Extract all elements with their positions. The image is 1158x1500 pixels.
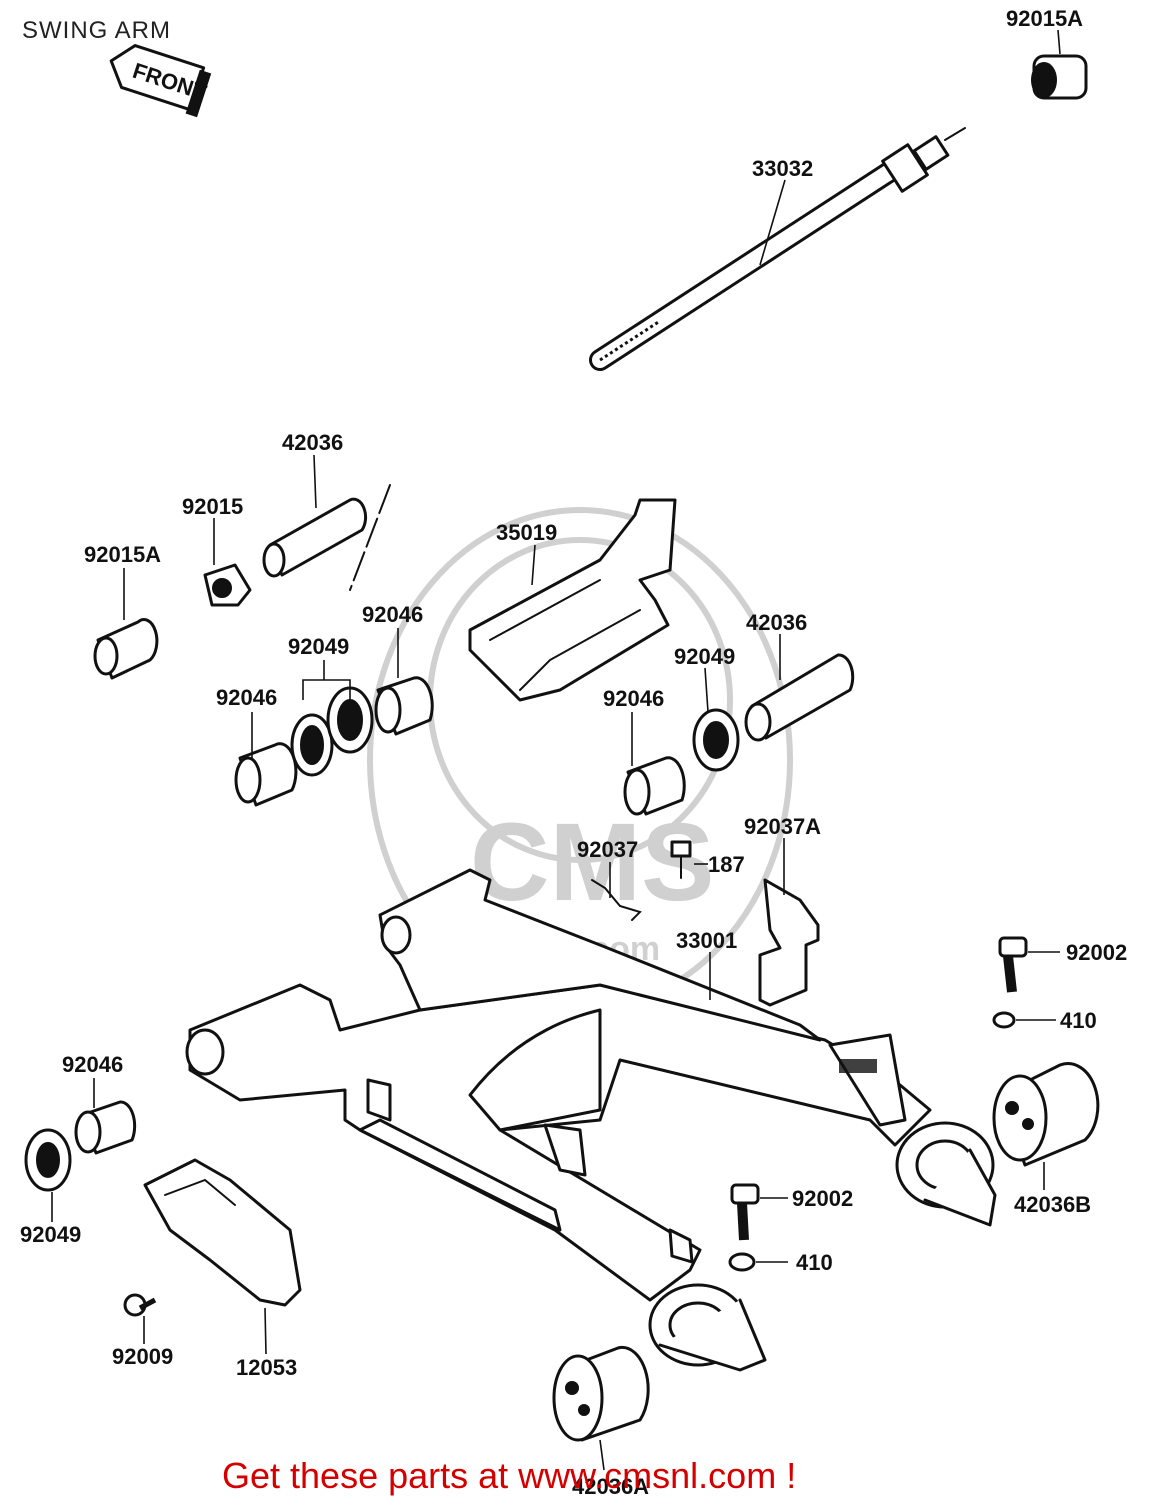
seal-92049-left-lower bbox=[24, 1128, 72, 1192]
callout-42036-right: 42036 bbox=[746, 610, 807, 635]
swing-arm-33001 bbox=[185, 868, 997, 1372]
callout-92015A-left: 92015A bbox=[84, 542, 161, 567]
bearing-92046-left-lower bbox=[74, 1100, 137, 1155]
bolt-92002-mid bbox=[730, 1183, 760, 1241]
callout-92015: 92015 bbox=[182, 494, 243, 519]
callout-92049-c: 92049 bbox=[20, 1222, 81, 1247]
watermark-logo: CMS bbox=[470, 801, 714, 924]
bolt-187 bbox=[670, 840, 692, 879]
clamp-92037A bbox=[758, 878, 820, 1007]
callout-92037: 92037 bbox=[577, 837, 638, 862]
callout-92015A-top: 92015A bbox=[1006, 6, 1083, 31]
adjuster-42036B bbox=[992, 1062, 1100, 1167]
callout-410-mid: 410 bbox=[796, 1250, 833, 1275]
callout-33001: 33001 bbox=[676, 928, 737, 953]
callout-92049-b: 92049 bbox=[674, 644, 735, 669]
front-tag: FRONT bbox=[109, 44, 212, 118]
leader-lines bbox=[51, 29, 1061, 1471]
callout-92002-mid: 92002 bbox=[792, 1186, 853, 1211]
clip-92037 bbox=[591, 879, 642, 921]
callout-92049-a: 92049 bbox=[288, 634, 349, 659]
callout-92046-d: 92046 bbox=[62, 1052, 123, 1077]
callout-410-right: 410 bbox=[1060, 1008, 1097, 1033]
washer-410-right bbox=[992, 1011, 1016, 1029]
washer-410-mid bbox=[728, 1252, 756, 1272]
bolt-92002-right bbox=[998, 936, 1028, 993]
callout-35019: 35019 bbox=[496, 520, 557, 545]
callout-187: 187 bbox=[708, 852, 745, 877]
sleeve-42036-right bbox=[744, 653, 855, 742]
chain-guard-12053 bbox=[143, 1158, 302, 1307]
callout-92002-right: 92002 bbox=[1066, 940, 1127, 965]
callout-92046-b: 92046 bbox=[216, 685, 277, 710]
callout-42036A: 42036A bbox=[572, 1474, 649, 1499]
collar-92015 bbox=[203, 563, 252, 607]
bearing-right bbox=[623, 708, 740, 816]
callout-42036-left: 42036 bbox=[282, 430, 343, 455]
callouts: 92015A 33032 42036 92015 92015A 35019 92… bbox=[20, 6, 1127, 1499]
callout-92009: 92009 bbox=[112, 1344, 173, 1369]
collar-92015A-top bbox=[1031, 54, 1088, 100]
collar-92015A-left bbox=[93, 618, 159, 680]
callout-42036B: 42036B bbox=[1014, 1192, 1091, 1217]
page-title: SWING ARM bbox=[22, 17, 171, 44]
bolt-92009 bbox=[123, 1293, 157, 1317]
callout-92046-c: 92046 bbox=[603, 686, 664, 711]
pivot-shaft bbox=[589, 127, 966, 371]
callout-12053: 12053 bbox=[236, 1355, 297, 1380]
adjuster-42036A bbox=[552, 1345, 650, 1442]
callout-92046-a: 92046 bbox=[362, 602, 423, 627]
bearing-set-left bbox=[234, 676, 434, 807]
bracket-35019 bbox=[468, 498, 677, 702]
callout-33032: 33032 bbox=[752, 156, 813, 181]
sleeve-42036-left bbox=[262, 484, 391, 591]
callout-92037A: 92037A bbox=[744, 814, 821, 839]
cta-banner[interactable]: Get these parts at www.cmsnl.com ! bbox=[222, 1455, 796, 1496]
